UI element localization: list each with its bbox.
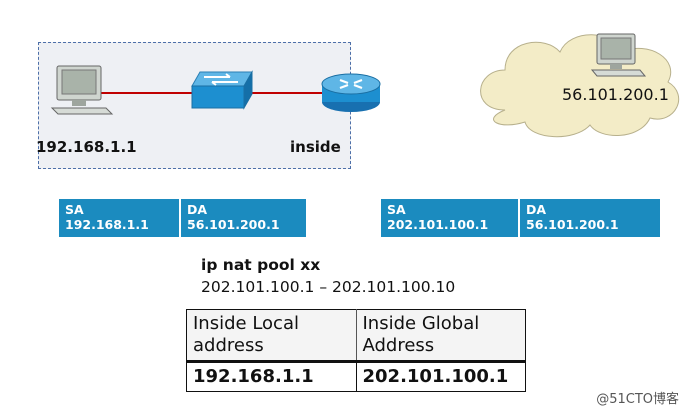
inside-global-header: Inside Global Address	[355, 309, 526, 362]
table-header-row: Inside Local address Inside Global Addre…	[186, 309, 526, 362]
pc-icon	[590, 33, 647, 77]
table-row: 192.168.1.1 202.101.100.1	[186, 360, 526, 392]
nat-pool-range: 202.101.100.1 – 202.101.100.10	[201, 278, 456, 296]
router-icon	[321, 73, 381, 112]
sa-value: 202.101.100.1	[387, 217, 489, 232]
da-label: DA	[526, 202, 547, 217]
sa-label: SA	[387, 202, 406, 217]
switch-icon	[191, 70, 253, 110]
packet2-source-address: SA 202.101.100.1	[381, 199, 518, 237]
sa-value: 192.168.1.1	[65, 217, 149, 232]
inside-local-value: 192.168.1.1	[186, 360, 357, 392]
nat-translation-table: Inside Local address Inside Global Addre…	[186, 309, 526, 392]
outside-host-ip-label: 56.101.200.1	[562, 85, 669, 104]
da-label: DA	[187, 202, 208, 217]
da-value: 56.101.200.1	[526, 217, 619, 232]
nat-pool-title: ip nat pool xx	[201, 256, 321, 274]
watermark: @51CTO博客	[596, 392, 679, 407]
router-interface-label: inside	[290, 138, 341, 156]
sa-label: SA	[65, 202, 84, 217]
inside-global-value: 202.101.100.1	[355, 360, 526, 392]
inside-local-header: Inside Local address	[186, 309, 357, 362]
packet1-source-address: SA 192.168.1.1	[59, 199, 179, 237]
inside-host-ip-label: 192.168.1.1	[36, 138, 137, 156]
packet2-destination-address: DA 56.101.200.1	[520, 199, 660, 237]
da-value: 56.101.200.1	[187, 217, 280, 232]
packet1-destination-address: DA 56.101.200.1	[181, 199, 306, 237]
pc-icon	[50, 65, 114, 115]
